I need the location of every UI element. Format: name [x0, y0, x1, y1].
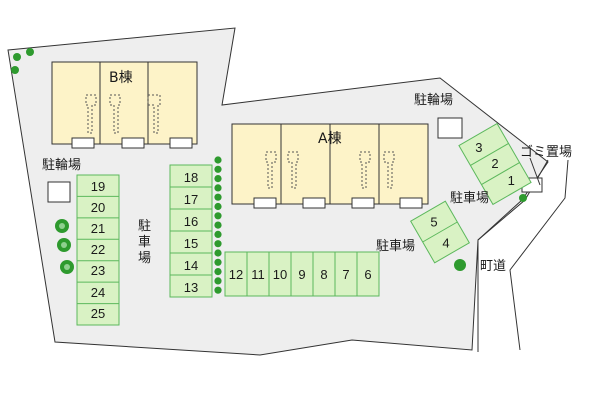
bike-parking-left-box: [47, 181, 71, 203]
parking-column-mid: 18 17 16 15 14 13: [169, 164, 213, 298]
bush-group-left: [55, 219, 74, 274]
parking-space-12: 12: [229, 267, 243, 282]
parking-space-6: 6: [364, 267, 371, 282]
parking-space-16: 16: [184, 214, 198, 229]
tree-dot: [214, 175, 222, 183]
parking-space-25: 25: [91, 306, 105, 321]
parking-space-19: 19: [91, 179, 105, 194]
parking-mid-label: 駐車場: [376, 239, 415, 254]
parking-space-22: 22: [91, 242, 105, 257]
parking-space-4: 4: [442, 235, 449, 250]
parking-space-18: 18: [184, 170, 198, 185]
tree-dot: [214, 184, 222, 192]
tree-dot: [214, 249, 222, 257]
building-a: [231, 123, 429, 209]
parking-space-1: 1: [508, 173, 515, 188]
tree-dot: [214, 165, 222, 173]
tree-dot: [214, 240, 222, 248]
parking-space-9: 9: [298, 267, 305, 282]
tree-dot: [214, 230, 222, 238]
parking-space-8: 8: [320, 267, 327, 282]
parking-column-left: 19 20 21 22 23 24 25: [76, 174, 120, 326]
parking-space-23: 23: [91, 263, 105, 278]
parking-space-3: 3: [475, 140, 482, 155]
tree-dot: [214, 202, 222, 211]
bike-parking-left-label: 駐輪場: [42, 157, 81, 173]
building-b-label: B棟: [109, 70, 133, 86]
bush-top-left: [11, 48, 34, 74]
parking-space-10: 10: [273, 267, 287, 282]
building-a-label: A棟: [318, 131, 342, 147]
tree-dot: [214, 286, 222, 294]
building-b: [51, 61, 198, 149]
garbage-leader-line: [529, 157, 541, 186]
parking-row-bottom: 12 11 10 9 8 7 6: [224, 251, 380, 297]
bush-road: [454, 259, 466, 271]
parking-space-17: 17: [184, 192, 198, 207]
tree-dot: [214, 193, 222, 201]
tree-dot: [214, 258, 222, 266]
tree-dot: [214, 212, 222, 220]
parking-space-5: 5: [430, 215, 437, 230]
garbage-label: ゴミ置場: [520, 144, 572, 160]
tree-dot: [214, 156, 222, 164]
road-edge-right: [509, 159, 569, 351]
parking-space-24: 24: [91, 285, 105, 300]
tree-dot: [214, 268, 222, 276]
tree-row: [214, 156, 222, 294]
parking-space-7: 7: [342, 267, 349, 282]
bike-parking-right-box: [437, 117, 463, 139]
parking-space-11: 11: [251, 267, 265, 282]
road-label: 町道: [480, 259, 506, 274]
parking-space-20: 20: [91, 200, 105, 215]
parking-space-2: 2: [491, 156, 498, 171]
tree-dot: [214, 221, 222, 229]
bike-parking-right-label: 駐輪場: [414, 92, 453, 108]
parking-left-label: 駐車場: [138, 219, 151, 266]
parking-right-label: 駐車場: [450, 191, 489, 206]
parking-space-21: 21: [91, 221, 105, 236]
parking-pair-right: 5 4: [409, 200, 471, 264]
parking-space-15: 15: [184, 236, 198, 251]
parking-space-14: 14: [184, 258, 198, 273]
bush-garbage: [519, 194, 527, 202]
tree-dot: [214, 277, 222, 285]
parking-space-13: 13: [184, 280, 198, 295]
parking-trio-right: 3 2 1: [458, 122, 532, 206]
